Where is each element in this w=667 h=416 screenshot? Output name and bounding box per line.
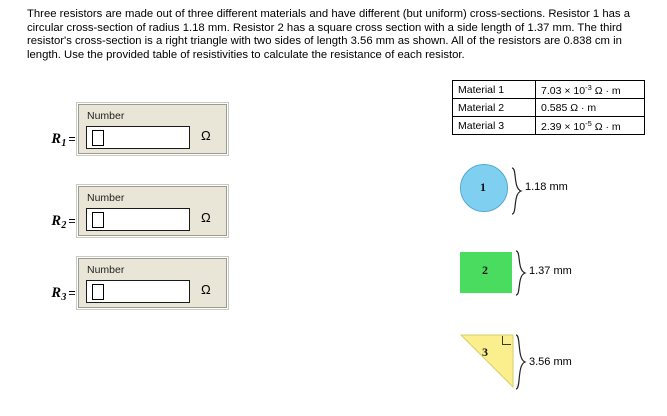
number-legend: Number bbox=[87, 192, 125, 204]
square-shape bbox=[460, 252, 512, 293]
resistance-label-r2: R2= bbox=[22, 213, 76, 231]
shape-number-label: 2 bbox=[482, 263, 488, 277]
resistance-label-r3: R3= bbox=[22, 285, 76, 303]
ohm-unit-r2: Ω bbox=[201, 210, 211, 225]
material-resistivity: 7.03 × 10-3 Ω · m bbox=[535, 80, 645, 99]
text-caret-icon bbox=[92, 130, 104, 146]
table-row: Material 3 2.39 × 10-5 Ω · m bbox=[451, 116, 645, 135]
equals-sign: = bbox=[68, 132, 76, 146]
resistance-subscript: 1 bbox=[61, 138, 67, 149]
resistance-subscript: 2 bbox=[61, 220, 67, 231]
resistance-label-r1: R1= bbox=[22, 131, 76, 149]
answer-input-r3[interactable] bbox=[86, 280, 190, 303]
answer-panel-r3: Number Ω bbox=[76, 256, 229, 310]
resistance-symbol: R bbox=[51, 213, 62, 229]
equals-sign: = bbox=[68, 286, 76, 300]
material-name: Material 2 bbox=[451, 98, 537, 117]
resistivity-mantissa: 2.39 × 10 bbox=[541, 120, 586, 133]
shape-number-label: 3 bbox=[482, 345, 488, 359]
equals-sign: = bbox=[68, 214, 76, 228]
number-legend: Number bbox=[87, 110, 125, 122]
answer-panel-r2: Number Ω bbox=[76, 184, 229, 238]
resistivity-table: Material 1 7.03 × 10-3 Ω · m Material 2 … bbox=[451, 80, 645, 135]
resistivity-unit: Ω · m bbox=[591, 84, 621, 97]
triangle-shape bbox=[460, 334, 514, 388]
answer-panel-r1: Number Ω bbox=[76, 102, 229, 156]
dimension-brace-icon bbox=[511, 167, 523, 215]
number-legend: Number bbox=[87, 264, 125, 276]
resistivity-unit: Ω · m bbox=[591, 120, 621, 133]
dimension-brace-icon bbox=[515, 250, 527, 296]
problem-statement: Three resistors are made out of three di… bbox=[27, 8, 630, 61]
dimension-label-circle: 1.18 mm bbox=[525, 181, 568, 193]
text-caret-icon bbox=[92, 284, 104, 300]
resistivity-exponent: -5 bbox=[585, 118, 592, 128]
answer-input-r1[interactable] bbox=[86, 126, 190, 149]
dimension-label-square: 1.37 mm bbox=[529, 265, 572, 277]
resistance-symbol: R bbox=[51, 285, 62, 301]
resistance-symbol: R bbox=[51, 131, 62, 147]
shape-number-label: 1 bbox=[480, 180, 486, 194]
right-angle-marker-icon bbox=[502, 336, 511, 345]
ohm-unit-r3: Ω bbox=[201, 282, 211, 297]
answer-row-r2: R2= Number Ω bbox=[22, 184, 237, 238]
dimension-label-triangle: 3.56 mm bbox=[529, 356, 572, 368]
answer-input-r2[interactable] bbox=[86, 208, 190, 231]
text-caret-icon bbox=[92, 212, 104, 228]
answer-row-r3: R3= Number Ω bbox=[22, 256, 237, 310]
table-row: Material 2 0.585 Ω · m bbox=[451, 98, 645, 117]
resistivity-exponent: -3 bbox=[585, 82, 592, 92]
answer-row-r1: R1= Number Ω bbox=[22, 102, 237, 156]
material-resistivity: 0.585 Ω · m bbox=[535, 98, 645, 117]
ohm-unit-r1: Ω bbox=[201, 128, 211, 143]
dimension-brace-icon bbox=[515, 334, 527, 390]
material-name: Material 3 bbox=[451, 116, 537, 135]
material-name: Material 1 bbox=[451, 80, 537, 99]
resistance-subscript: 3 bbox=[61, 292, 67, 303]
circle-shape bbox=[460, 164, 508, 212]
resistivity-mantissa: 7.03 × 10 bbox=[541, 84, 586, 97]
table-row: Material 1 7.03 × 10-3 Ω · m bbox=[451, 80, 645, 99]
material-resistivity: 2.39 × 10-5 Ω · m bbox=[535, 116, 645, 135]
